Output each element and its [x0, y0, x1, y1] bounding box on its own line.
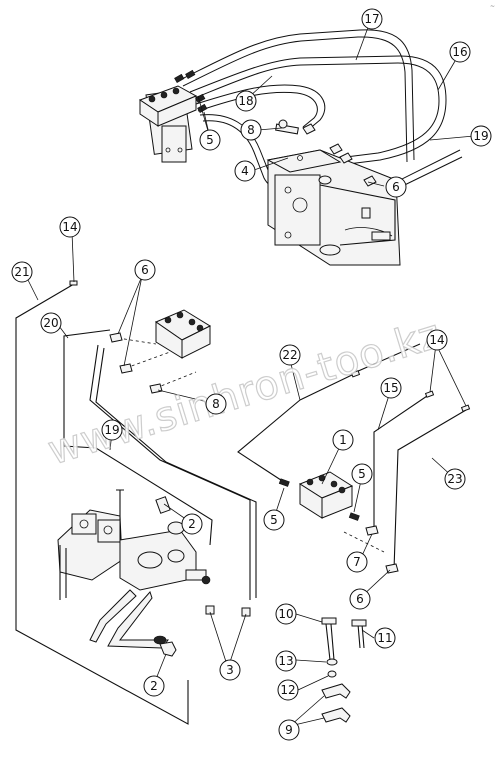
callout-19: 19	[470, 125, 492, 147]
callout-10: 10	[275, 603, 297, 625]
top-housing	[266, 149, 401, 266]
callout-17: 17	[361, 8, 383, 30]
connectors-14	[69, 280, 471, 412]
washer-12	[327, 670, 337, 678]
callout-12: 12	[277, 679, 299, 701]
fittings-5-right	[278, 478, 360, 521]
callout-label: 17	[364, 12, 379, 26]
top-fittings	[174, 69, 208, 114]
callout-label: 5	[270, 513, 278, 527]
callout-label: 19	[104, 423, 119, 437]
callout-label: 22	[282, 348, 297, 362]
callout-label: 5	[358, 467, 366, 481]
levers	[89, 589, 169, 649]
elbow-7	[365, 525, 379, 536]
callout-7: 7	[346, 551, 368, 573]
callout-11: 11	[374, 627, 396, 649]
callout-6: 6	[349, 588, 371, 610]
mid-valve-block	[154, 309, 212, 359]
corner-mark: ~	[490, 3, 495, 10]
pin-8-top	[275, 119, 299, 135]
callout-label: 8	[247, 123, 255, 137]
callout-label: 1	[339, 433, 347, 447]
hose-15	[373, 393, 431, 532]
hose-loop-16	[189, 55, 447, 166]
hose-23	[393, 409, 467, 571]
callout-8: 8	[240, 119, 262, 141]
elbow-2-bottom	[159, 641, 177, 657]
bolt-11	[351, 619, 367, 649]
callout-label: 20	[43, 316, 58, 330]
callout-label: 8	[212, 397, 220, 411]
callout-label: 14	[62, 220, 77, 234]
callout-2: 2	[143, 675, 165, 697]
hose-22	[237, 343, 421, 485]
callout-6: 6	[385, 176, 407, 198]
callout-16: 16	[449, 41, 471, 63]
callout-label: 6	[392, 180, 400, 194]
callout-label: 21	[14, 265, 29, 279]
valve-block-1	[298, 471, 354, 519]
callout-23: 23	[444, 468, 466, 490]
top-valve-block	[138, 85, 198, 163]
callout-5: 5	[263, 509, 285, 531]
callout-label: 18	[238, 94, 253, 108]
callout-1: 1	[332, 429, 354, 451]
fittings-3	[205, 605, 251, 617]
callout-3: 3	[219, 659, 241, 681]
washer-13	[326, 658, 338, 666]
callout-label: 13	[278, 654, 293, 668]
callout-19: 19	[101, 419, 123, 441]
callout-14: 14	[59, 216, 81, 238]
callout-label: 6	[141, 263, 149, 277]
callout-label: 19	[473, 129, 488, 143]
callout-22: 22	[279, 344, 301, 366]
callout-label: 10	[278, 607, 293, 621]
dashed-links	[117, 337, 385, 553]
callout-21: 21	[11, 261, 33, 283]
housing-elbows	[302, 123, 377, 219]
callout-label: 23	[447, 472, 462, 486]
hose-loop-19-mid	[89, 344, 257, 600]
callout-label: 2	[188, 517, 196, 531]
callout-13: 13	[275, 650, 297, 672]
callout-label: 15	[383, 381, 398, 395]
clamps-9	[321, 683, 351, 723]
callout-8: 8	[205, 393, 227, 415]
callout-label: 12	[280, 683, 295, 697]
callout-2: 2	[181, 513, 203, 535]
leader-lines	[25, 21, 475, 727]
callout-label: 11	[377, 631, 392, 645]
callout-5: 5	[351, 463, 373, 485]
callout-5: 5	[199, 129, 221, 151]
hose-loop-21	[15, 283, 189, 725]
callout-6: 6	[134, 259, 156, 281]
callout-15: 15	[380, 377, 402, 399]
lower-valve-assembly	[57, 489, 211, 600]
callout-label: 14	[429, 333, 444, 347]
bolt-10	[321, 617, 337, 661]
callout-9: 9	[278, 719, 300, 741]
callout-label: 6	[356, 592, 364, 606]
callout-label: 2	[150, 679, 158, 693]
callout-4: 4	[234, 160, 256, 182]
callout-14: 14	[426, 329, 448, 351]
callout-18: 18	[235, 90, 257, 112]
callout-label: 3	[226, 663, 234, 677]
elbows-6-mid	[109, 332, 163, 394]
hose-loop-20	[63, 329, 213, 546]
hose-loop-18	[195, 84, 326, 131]
callout-label: 5	[206, 133, 214, 147]
callout-label: 9	[285, 723, 293, 737]
callout-label: 4	[241, 164, 249, 178]
callout-20: 20	[40, 312, 62, 334]
callout-label: 16	[452, 45, 467, 59]
callout-label: 7	[353, 555, 361, 569]
